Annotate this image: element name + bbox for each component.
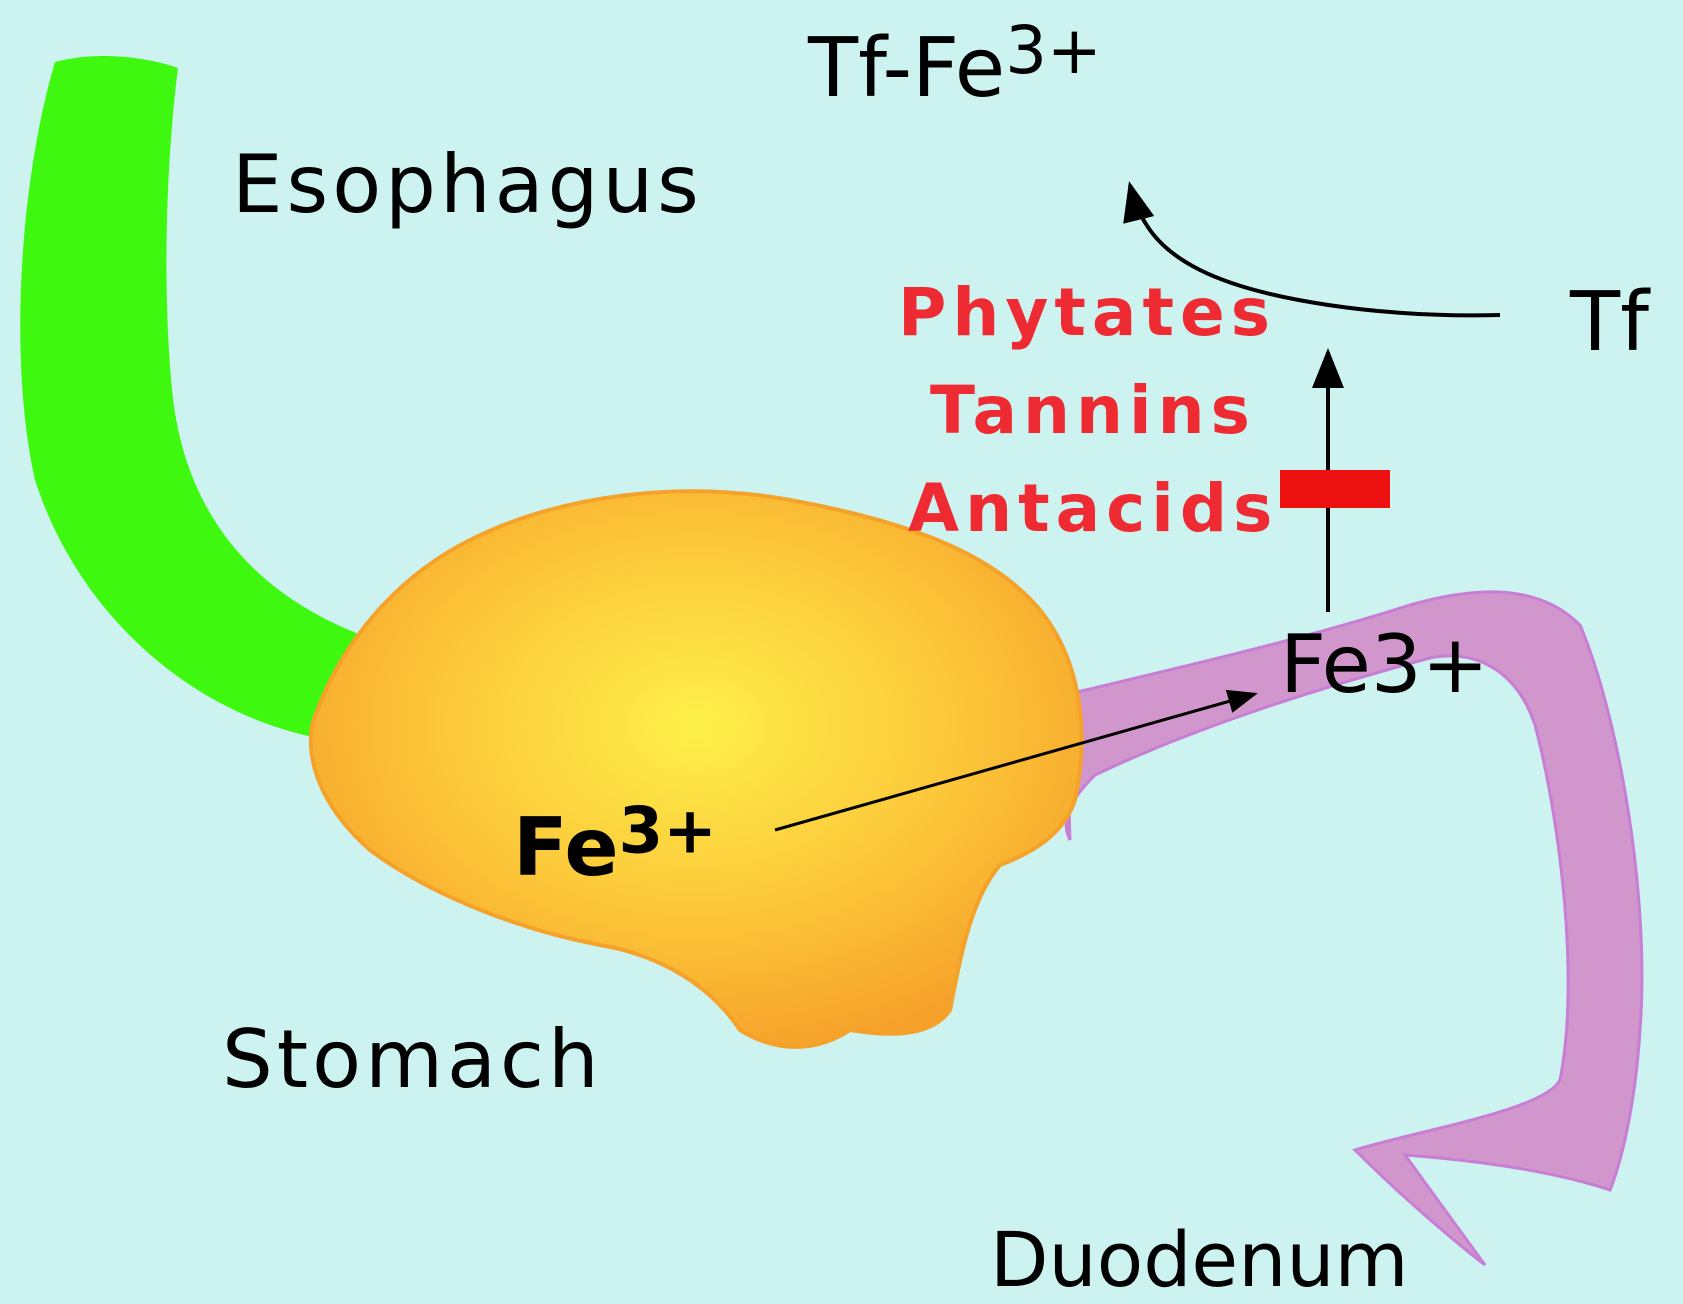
inhibitor-tannins: Tannins [930,378,1256,444]
duodenum-iron-label: Fe3+ [1280,625,1489,705]
transferrin-label: Tf [1570,282,1649,364]
inhibitor-antacids: Antacids [908,476,1278,542]
duodenum-label: Duodenum [990,1222,1409,1298]
stomach-shape [311,491,1082,1047]
duodenum-iron-charge: 3+ [1371,618,1489,711]
stomach-label: Stomach [222,1020,603,1100]
complex-label: Tf-Fe3+ [808,28,1102,110]
complex-charge: 3+ [1005,13,1102,89]
stomach-iron-label: Fe3+ [513,808,717,888]
stomach-iron-text: Fe [513,801,619,894]
inhibition-bar [1280,470,1390,508]
inhibitor-phytates: Phytates [898,280,1276,346]
esophagus-label: Esophagus [232,145,703,225]
duodenum-iron-text: Fe [1280,618,1371,711]
stomach-iron-charge: 3+ [619,795,717,869]
complex-text: Tf-Fe [808,21,1005,116]
